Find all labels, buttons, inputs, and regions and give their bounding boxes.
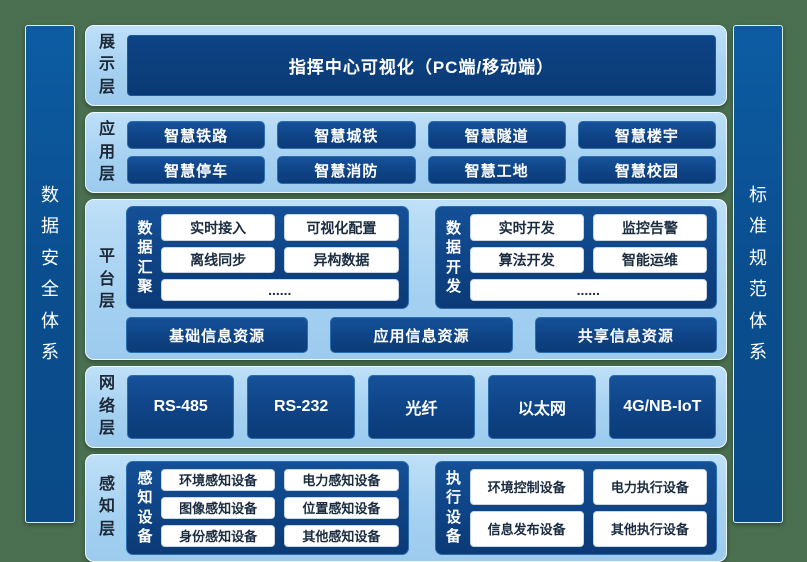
layer-stack: 展示层 指挥中心可视化（PC端/移动端） 应用层 智慧铁路 智慧城铁 智慧隧道 … xyxy=(85,25,727,562)
platform-layer-label: 平台层 xyxy=(98,248,115,311)
network-item-fiber: 光纤 xyxy=(367,375,476,439)
display-layer-label: 展示层 xyxy=(98,34,115,96)
feature-heterogeneous-data: 异构数据 xyxy=(284,246,399,273)
standards-pillar: 标准规范体系 xyxy=(733,25,783,523)
device-power-sensing: 电力感知设备 xyxy=(284,468,399,491)
feature-visual-config: 可视化配置 xyxy=(284,214,399,241)
network-item-4g-nbiot: 4G/NB-IoT xyxy=(608,375,717,439)
resource-shared-info: 共享信息资源 xyxy=(534,317,717,354)
data-security-pillar: 数据安全体系 xyxy=(25,25,75,523)
application-layer-label: 应用层 xyxy=(98,121,115,183)
device-identity-sensing: 身份感知设备 xyxy=(161,524,276,547)
platform-wrap: 数据汇聚 实时接入 可视化配置 离线同步 异构数据 ...... xyxy=(126,206,717,354)
layer-panel-perception: 感知层 感知设备 环境感知设备 电力感知设备 图像感知设备 位置感知设备 身份感… xyxy=(85,453,727,562)
network-row: RS-485 RS-232 光纤 以太网 4G/NB-IoT xyxy=(126,373,717,440)
execution-devices-group: 执行设备 环境控制设备 电力执行设备 信息发布设备 其他执行设备 xyxy=(434,460,717,555)
device-image-sensing: 图像感知设备 xyxy=(161,496,276,519)
data-aggregation-grid: 实时接入 可视化配置 离线同步 异构数据 ...... xyxy=(161,214,399,302)
data-development-title-col: 数据开发 xyxy=(445,214,463,301)
information-resources-row: 基础信息资源 应用信息资源 共享信息资源 xyxy=(126,317,717,354)
data-aggregation-title: 数据汇聚 xyxy=(137,219,153,296)
device-location-sensing: 位置感知设备 xyxy=(284,496,399,519)
feature-realtime-access: 实时接入 xyxy=(161,214,276,241)
display-layer-content: 指挥中心可视化（PC端/移动端） xyxy=(126,32,717,99)
app-item-smart-campus: 智慧校园 xyxy=(577,156,716,185)
layer-panel-network: 网络层 RS-485 RS-232 光纤 以太网 4G/NB-IoT xyxy=(85,366,727,448)
platform-layer-content: 数据汇聚 实时接入 可视化配置 离线同步 异构数据 ...... xyxy=(126,206,717,354)
standards-pillar-label: 标准规范体系 xyxy=(749,184,767,363)
data-development-grid: 实时开发 监控告警 算法开发 智能运维 ...... xyxy=(469,214,707,302)
feature-offline-sync: 离线同步 xyxy=(161,246,276,273)
app-item-smart-railway: 智慧铁路 xyxy=(127,121,266,150)
data-development-title: 数据开发 xyxy=(445,219,461,296)
app-item-smart-tunnel: 智慧隧道 xyxy=(427,121,566,150)
app-item-smart-firefighting: 智慧消防 xyxy=(277,156,416,185)
feature-algorithm-dev: 算法开发 xyxy=(469,246,584,273)
data-aggregation-title-col: 数据汇聚 xyxy=(136,214,154,301)
feature-intelligent-ops: 智能运维 xyxy=(592,246,707,273)
sensing-devices-grid: 环境感知设备 电力感知设备 图像感知设备 位置感知设备 身份感知设备 其他感知设… xyxy=(161,468,399,547)
app-item-smart-metro: 智慧城铁 xyxy=(277,121,416,150)
network-layer-label-col: 网络层 xyxy=(93,373,121,440)
app-item-smart-building: 智慧楼宇 xyxy=(577,121,716,150)
network-item-rs485: RS-485 xyxy=(127,375,235,439)
device-other-execution: 其他执行设备 xyxy=(592,510,707,547)
layer-panel-display: 展示层 指挥中心可视化（PC端/移动端） xyxy=(85,25,727,107)
device-environment-sensing: 环境感知设备 xyxy=(161,468,276,491)
application-grid: 智慧铁路 智慧城铁 智慧隧道 智慧楼宇 智慧停车 智慧消防 智慧工地 智慧校园 xyxy=(126,119,717,186)
platform-groups: 数据汇聚 实时接入 可视化配置 离线同步 异构数据 ...... xyxy=(126,206,717,310)
application-layer-label-col: 应用层 xyxy=(93,119,121,186)
layer-panel-platform: 平台层 数据汇聚 实时接入 可视化配置 离线同步 异构 xyxy=(85,199,727,361)
device-info-publishing: 信息发布设备 xyxy=(469,510,584,547)
data-aggregation-group: 数据汇聚 实时接入 可视化配置 离线同步 异构数据 ...... xyxy=(126,206,409,310)
resource-basic-info: 基础信息资源 xyxy=(126,317,309,354)
execution-devices-grid: 环境控制设备 电力执行设备 信息发布设备 其他执行设备 xyxy=(469,468,707,547)
device-environment-control: 环境控制设备 xyxy=(469,468,584,505)
layer-panel-application: 应用层 智慧铁路 智慧城铁 智慧隧道 智慧楼宇 智慧停车 智慧消防 智慧工地 智… xyxy=(85,112,727,194)
platform-layer-label-col: 平台层 xyxy=(93,206,121,353)
device-power-execution: 电力执行设备 xyxy=(592,468,707,505)
feature-realtime-dev: 实时开发 xyxy=(469,214,584,241)
app-item-smart-parking: 智慧停车 xyxy=(127,156,266,185)
execution-devices-title: 执行设备 xyxy=(445,469,461,546)
execution-devices-title-col: 执行设备 xyxy=(445,469,463,547)
app-item-smart-site: 智慧工地 xyxy=(427,156,566,185)
sensing-devices-title: 感知设备 xyxy=(137,469,153,546)
perception-layer-label: 感知层 xyxy=(98,475,115,538)
network-item-ethernet: 以太网 xyxy=(488,375,596,439)
data-development-group: 数据开发 实时开发 监控告警 算法开发 智能运维 ...... xyxy=(434,206,717,310)
command-center-banner: 指挥中心可视化（PC端/移动端） xyxy=(127,35,716,97)
application-layer-content: 智慧铁路 智慧城铁 智慧隧道 智慧楼宇 智慧停车 智慧消防 智慧工地 智慧校园 xyxy=(126,119,717,186)
display-layer-label-col: 展示层 xyxy=(93,32,121,99)
perception-layer-label-col: 感知层 xyxy=(93,461,121,555)
network-item-rs232: RS-232 xyxy=(247,375,355,439)
resource-application-info: 应用信息资源 xyxy=(330,317,513,354)
data-aggregation-more: ...... xyxy=(161,279,399,302)
sensing-devices-group: 感知设备 环境感知设备 电力感知设备 图像感知设备 位置感知设备 身份感知设备 … xyxy=(126,460,409,555)
feature-monitoring-alert: 监控告警 xyxy=(592,214,707,241)
perception-layer-content: 感知设备 环境感知设备 电力感知设备 图像感知设备 位置感知设备 身份感知设备 … xyxy=(126,460,717,555)
network-layer-content: RS-485 RS-232 光纤 以太网 4G/NB-IoT xyxy=(126,373,717,440)
perception-groups: 感知设备 环境感知设备 电力感知设备 图像感知设备 位置感知设备 身份感知设备 … xyxy=(126,460,717,555)
data-development-more: ...... xyxy=(469,279,707,302)
sensing-devices-title-col: 感知设备 xyxy=(136,469,154,547)
device-other-sensing: 其他感知设备 xyxy=(284,524,399,547)
network-layer-label: 网络层 xyxy=(98,375,115,438)
data-security-pillar-label: 数据安全体系 xyxy=(41,184,59,363)
